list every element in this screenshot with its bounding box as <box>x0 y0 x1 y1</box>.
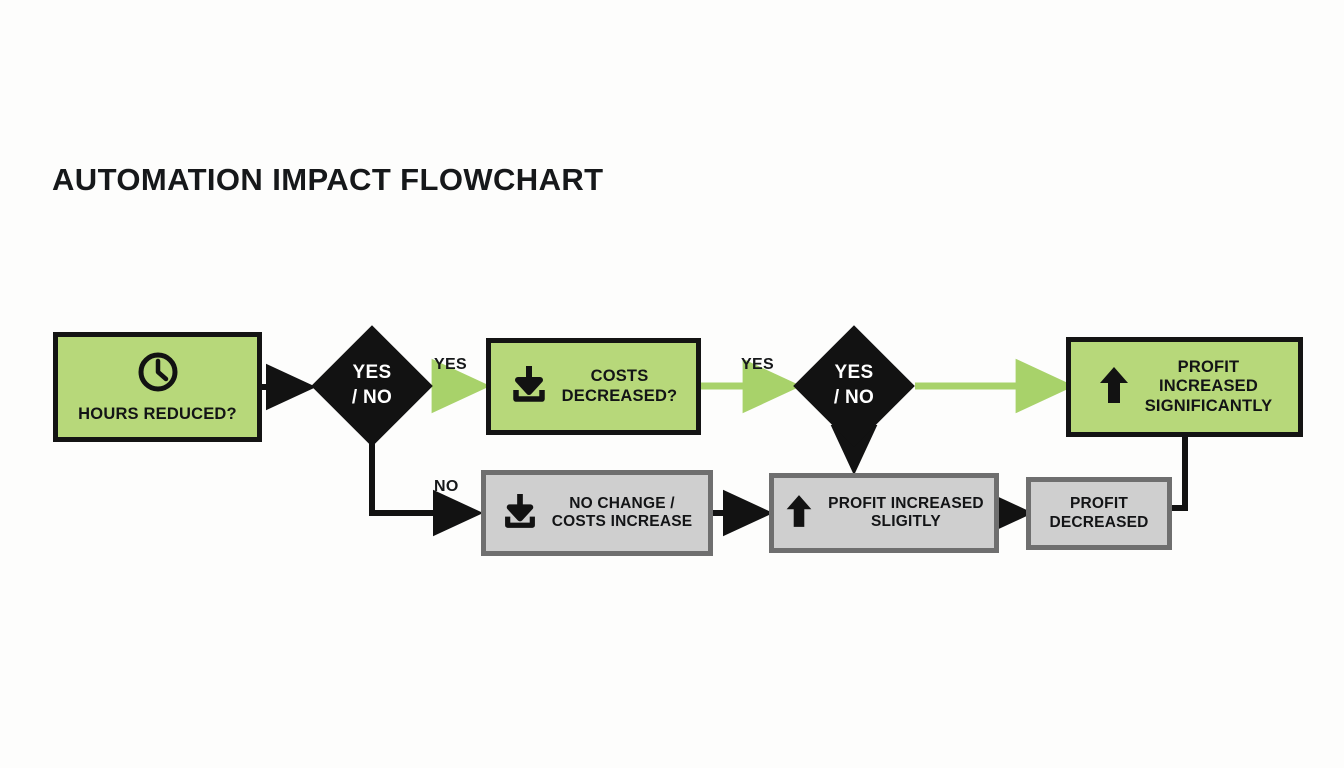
download-arrow-icon <box>502 491 538 536</box>
node-profit-increased-slightly[interactable]: PROFIT INCREASED SLIGITLY <box>769 473 999 553</box>
up-arrow-icon <box>1097 363 1131 412</box>
node-costs-decreased-label: COSTS DECREASED? <box>561 367 678 405</box>
up-arrow-icon <box>784 491 814 536</box>
node-profit-increased-significantly-label: PROFIT INCREASED SIGNIFICANTLY <box>1144 357 1273 415</box>
node-hours-reduced-label: HOURS REDUCED? <box>78 404 237 423</box>
page-title: AUTOMATION IMPACT FLOWCHART <box>52 162 604 197</box>
node-hours-reduced[interactable]: HOURS REDUCED? <box>53 332 262 442</box>
node-profit-decreased[interactable]: PROFIT DECREASED <box>1026 477 1172 550</box>
node-decision-one[interactable]: YES / NO <box>311 325 433 447</box>
edge-label-yes-two: YES <box>741 356 774 373</box>
edge-decision-one-no <box>369 432 484 537</box>
node-decision-two-label: YES / NO <box>833 362 875 408</box>
node-profit-increased-slightly-label: PROFIT INCREASED SLIGITLY <box>828 494 984 530</box>
node-decision-one-label: YES / NO <box>351 362 393 408</box>
node-no-change-costs-increase[interactable]: NO CHANGE / COSTS INCREASE <box>481 470 713 556</box>
download-arrow-icon <box>510 363 548 410</box>
node-no-change-costs-increase-label: NO CHANGE / COSTS INCREASE <box>551 494 693 530</box>
node-profit-increased-significantly[interactable]: PROFIT INCREASED SIGNIFICANTLY <box>1066 337 1303 437</box>
node-costs-decreased[interactable]: COSTS DECREASED? <box>486 338 701 435</box>
node-decision-two[interactable]: YES / NO <box>793 325 915 447</box>
edge-label-no-one: NO <box>434 478 459 495</box>
clock-icon <box>136 350 180 399</box>
edge-significant-to-decreased <box>1172 437 1188 511</box>
edge-label-yes-one: YES <box>434 356 467 373</box>
node-profit-decreased-label: PROFIT DECREASED <box>1049 495 1149 531</box>
